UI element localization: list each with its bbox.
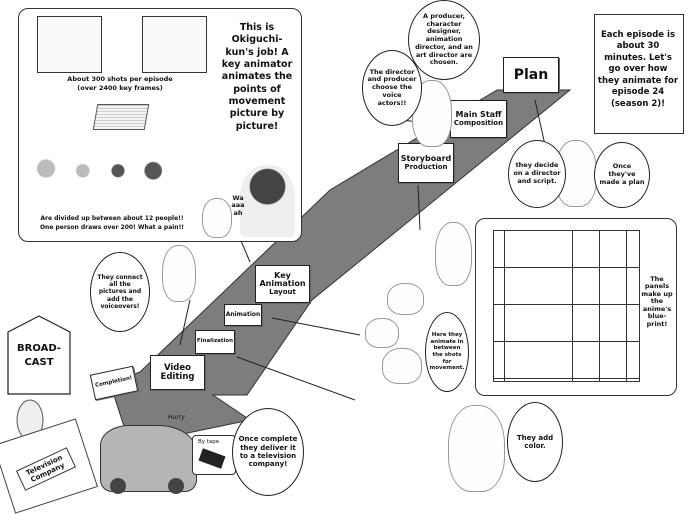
sign-plan-label: Plan — [513, 66, 549, 83]
sign-animation-label: Animation — [225, 310, 261, 318]
shots-caption-1: About 300 shots per episode — [67, 75, 173, 83]
car-wheel — [168, 478, 184, 494]
sign-finalization-label: Finalization — [196, 338, 234, 345]
hurry-text: Hurry — [168, 414, 185, 421]
sign-video-editing-label: Video Editing — [160, 362, 195, 382]
sign-plan: Plan — [503, 57, 559, 93]
sign-key-animation-sub: Layout — [269, 287, 296, 296]
sign-completion-label: Completion! — [94, 375, 133, 389]
pointer-line — [179, 299, 191, 346]
job-description: This is Okiguchi-kun's job! A key animat… — [221, 22, 293, 132]
cat-mascot — [365, 318, 399, 348]
sign-animation: Animation — [224, 304, 262, 326]
animators-illustration — [22, 155, 182, 200]
sign-video-editing: Video Editing — [150, 355, 205, 390]
bubble-add-color: They add color. — [507, 402, 563, 482]
sign-storyboard-title: Storyboard — [400, 154, 452, 164]
storyboard-sheet — [493, 230, 640, 382]
cat-mascot — [202, 198, 232, 238]
bubble-once-plan: Once they've made a plan — [594, 142, 650, 208]
sign-storyboard-sub: Production — [404, 162, 448, 171]
car-wheel — [110, 478, 126, 494]
pointer-line — [236, 356, 356, 401]
by-tape-text: By tape — [198, 439, 220, 445]
cat-mascot-painter — [448, 405, 505, 492]
pointer-line — [271, 317, 361, 336]
pointer-line — [417, 184, 421, 231]
bubble-voice-actors: The director and producer choose the voi… — [362, 50, 422, 126]
key-frame-image — [142, 16, 207, 73]
bubble-main-staff: A producer, character designer, animatio… — [408, 0, 480, 80]
cat-mascot-headphones — [162, 245, 196, 302]
broadcast-label: BROAD-CAST — [17, 343, 61, 368]
bubble-deliver: Once complete they deliver it to a telev… — [232, 408, 304, 496]
key-frame-image — [37, 16, 102, 73]
blueprint-text: The panels make up the anime's blue-prin… — [641, 275, 673, 328]
bubble-director-script: they decide on a director and script. — [508, 140, 566, 208]
bubble-voiceovers: They connect all the pictures and add th… — [90, 252, 150, 332]
divided-caption-1: Are divided up between about 12 people!! — [40, 215, 184, 222]
shots-caption-2: (over 2400 key frames) — [77, 84, 163, 92]
cat-mascot — [387, 283, 424, 315]
bubble-in-between: Here they animate in between the shots f… — [425, 312, 469, 392]
sign-key-animation-title: Key Animation — [259, 270, 306, 289]
intro-box — [594, 14, 684, 134]
sign-finalization: Finalization — [195, 330, 235, 354]
cat-mascot-glasses — [435, 222, 472, 286]
pointer-line — [534, 99, 546, 146]
paper-stack — [92, 104, 150, 130]
divided-caption-2: One person draws over 200! What a pain!! — [39, 224, 185, 231]
cat-mascot — [382, 348, 422, 384]
scream-text: Wa aaa ah — [231, 194, 245, 217]
sign-main-staff-title: Main Staff — [455, 110, 502, 120]
okiguchi-character — [240, 165, 295, 237]
intro-text: Each episode is about 30 minutes. Let's … — [597, 30, 679, 109]
sign-main-staff-sub: Composition — [453, 118, 504, 127]
